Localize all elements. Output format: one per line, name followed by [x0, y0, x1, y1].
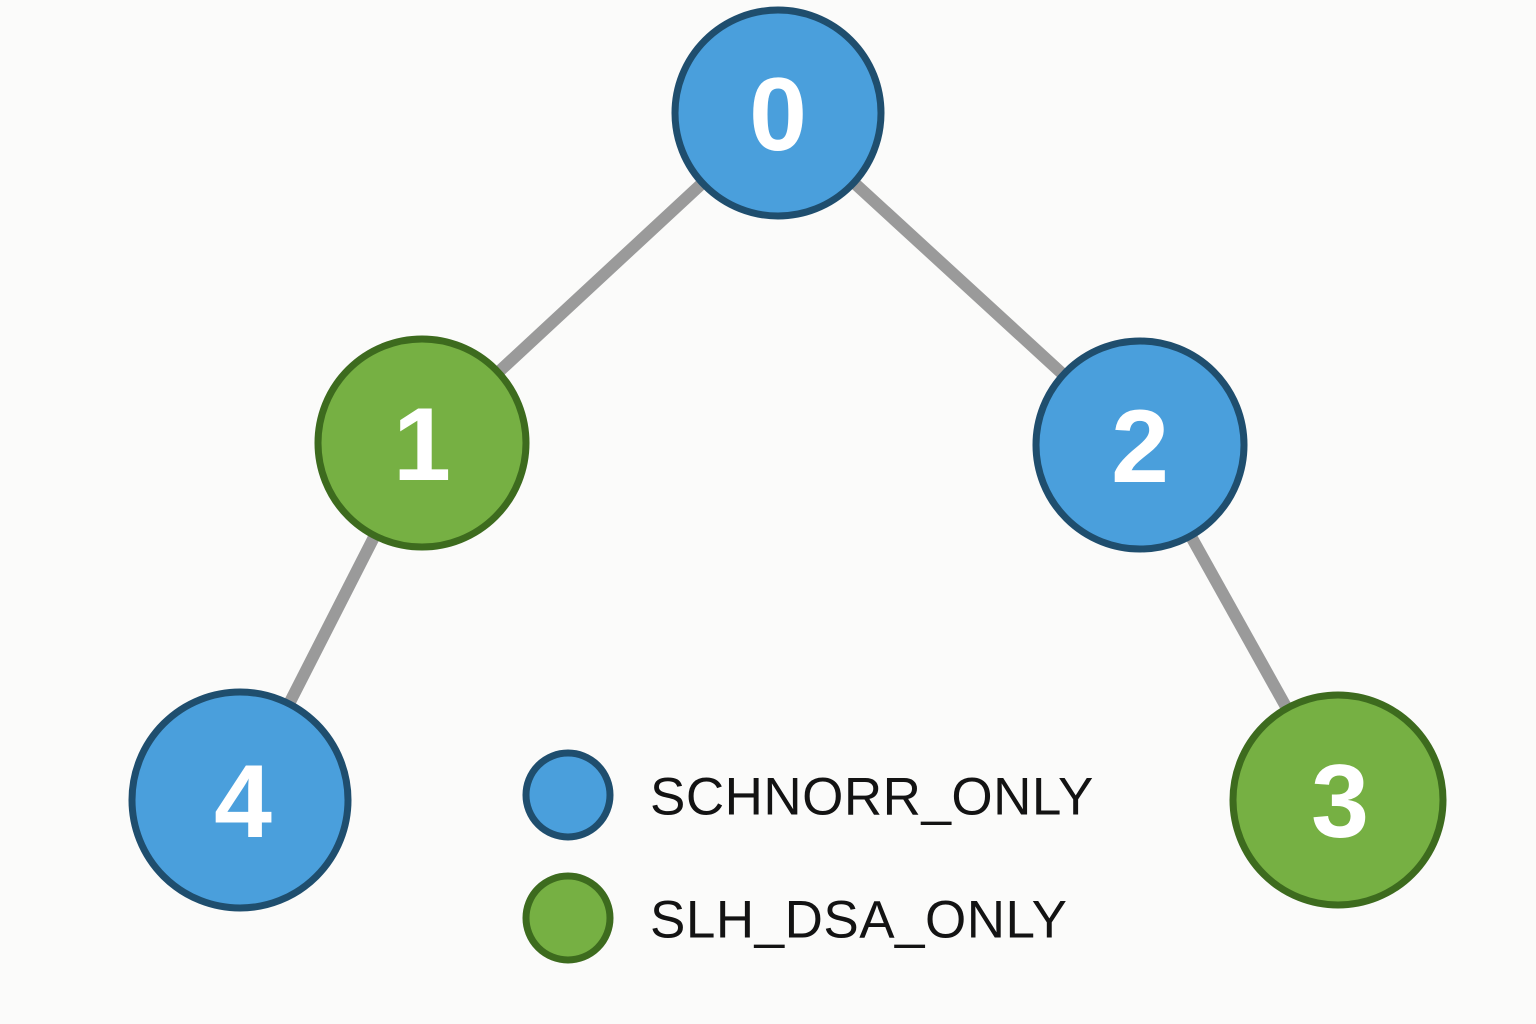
- graph-node-2[interactable]: 2: [1032, 337, 1248, 553]
- node-label-2: 2: [1111, 389, 1169, 505]
- node-label-3: 3: [1311, 744, 1369, 860]
- legend-label-slh-dsa-only: SLH_DSA_ONLY: [650, 891, 1067, 950]
- legend-item-slh-dsa-only[interactable]: SLH_DSA_ONLY: [522, 872, 1067, 964]
- node-circle-2[interactable]: [1032, 337, 1248, 553]
- node-circle-0[interactable]: [671, 6, 885, 220]
- legend-marker-icon-slh-dsa-only: [522, 872, 614, 964]
- node-label-1: 1: [393, 387, 451, 503]
- legend: SCHNORR_ONLY SLH_DSA_ONLY: [522, 749, 1094, 964]
- graph-node-0[interactable]: 0: [671, 6, 885, 220]
- node-circle-3[interactable]: [1229, 691, 1447, 909]
- node-circle-1[interactable]: [314, 335, 530, 551]
- node-label-4: 4: [214, 744, 272, 860]
- legend-label-schnorr-only: SCHNORR_ONLY: [650, 768, 1094, 827]
- legend-item-schnorr-only[interactable]: SCHNORR_ONLY: [522, 749, 1094, 841]
- node-label-0: 0: [749, 57, 807, 173]
- graph-node-4[interactable]: 4: [128, 688, 352, 912]
- node-circle-4[interactable]: [128, 688, 352, 912]
- graph-node-1[interactable]: 1: [314, 335, 530, 551]
- legend-marker-icon-schnorr-only: [522, 749, 614, 841]
- node-layer: 4 3 1 2 0: [128, 6, 1447, 912]
- graph-node-3[interactable]: 3: [1229, 691, 1447, 909]
